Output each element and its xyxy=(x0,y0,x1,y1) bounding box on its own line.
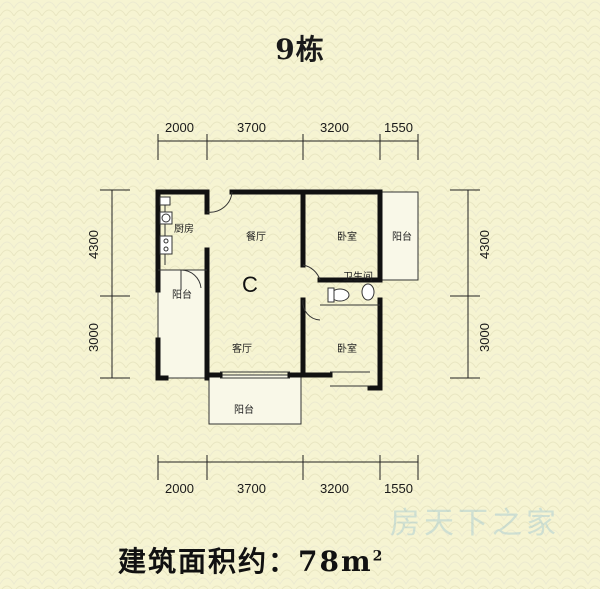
area-value: 78 xyxy=(298,545,341,578)
room-kitchen: 厨房 xyxy=(174,222,194,235)
dim-bottom-2: 3700 xyxy=(237,481,266,496)
watermark: 房天下之家 xyxy=(390,506,560,541)
dim-top-4: 1550 xyxy=(384,120,413,135)
room-balcony-bottom: 阳台 xyxy=(234,403,254,416)
room-balcony-left: 阳台 xyxy=(172,288,192,301)
dim-bottom-3: 3200 xyxy=(320,481,349,496)
dim-bottom-1: 2000 xyxy=(165,481,194,496)
dim-top-1: 2000 xyxy=(165,120,194,135)
area-label: 建筑面积约： xyxy=(118,545,299,578)
dim-top-3: 3200 xyxy=(320,120,349,135)
dim-bottom-4: 1550 xyxy=(384,481,413,496)
dim-top-2: 3700 xyxy=(237,120,266,135)
room-dining: 餐厅 xyxy=(246,230,266,243)
room-bathroom: 卫生间 xyxy=(343,270,373,283)
floor-area: 建筑面积约：78m2 xyxy=(118,540,384,580)
room-bedroom-2: 卧室 xyxy=(337,342,357,355)
building-title: 9栋 xyxy=(275,33,325,66)
area-unit-sup: 2 xyxy=(372,548,385,565)
area-unit: m xyxy=(340,545,373,578)
room-living: 客厅 xyxy=(232,342,252,355)
room-balcony-1: 阳台 xyxy=(392,230,412,243)
unit-type-label: C xyxy=(242,272,258,297)
room-bedroom-1: 卧室 xyxy=(337,230,357,243)
